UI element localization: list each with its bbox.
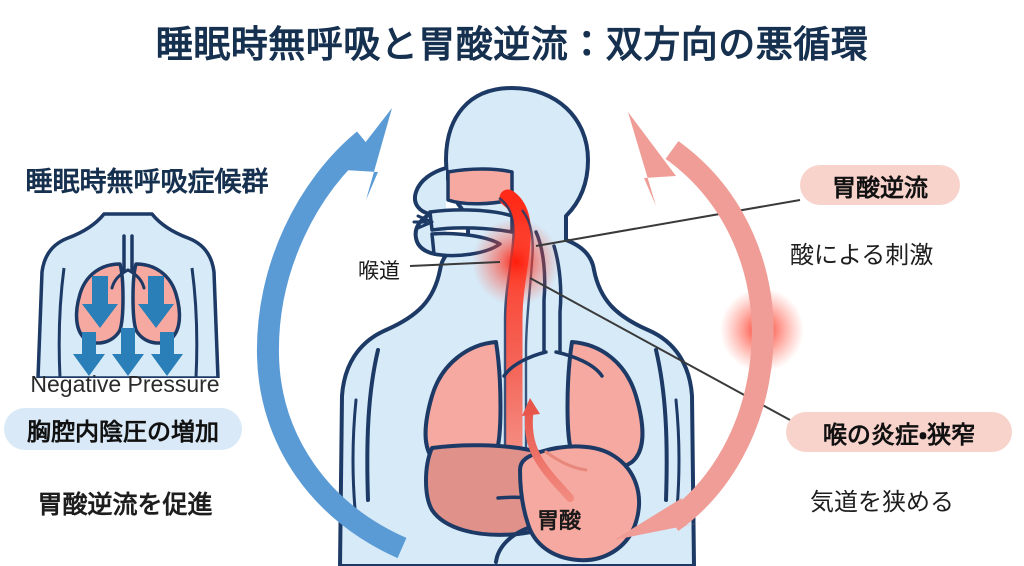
subtitle-airway-narrowing: 気道を狭める bbox=[810, 489, 954, 516]
negative-pressure-caption: Negative Pressure bbox=[30, 371, 220, 397]
badge-acid-reflux: 胃酸逆流 bbox=[800, 165, 960, 205]
label-throat: 喉道 bbox=[358, 260, 400, 283]
reflux-to-apnea-arrow bbox=[614, 112, 774, 540]
sleep-apnea-to-reflux-arrow bbox=[256, 108, 407, 559]
leader-line-throat bbox=[409, 261, 501, 267]
throat-inflammation-glow bbox=[472, 218, 560, 306]
badge-acid-reflux-label: 胃酸逆流 bbox=[832, 174, 928, 202]
badge-throat-inflammation: 喉の炎症・狭窄 bbox=[786, 412, 1012, 452]
left-panel-footer: 胃酸逆流を促進 bbox=[37, 491, 213, 519]
leader-line-reflux bbox=[535, 199, 801, 247]
badge-intrathoracic-pressure-label: 胸腔内陰圧の増加 bbox=[27, 418, 219, 446]
label-stomach-acid: 胃酸 bbox=[537, 508, 582, 533]
acid-reflux-arrow-icon bbox=[522, 398, 574, 502]
left-panel-heading: 睡眠時無呼吸症候群 bbox=[25, 167, 269, 197]
page-title: 睡眠時無呼吸と胃酸逆流：双方向の悪循環 bbox=[155, 24, 869, 65]
chest-lungs-negative-pressure-icon bbox=[36, 212, 220, 378]
subtitle-acid-irritation: 酸による刺激 bbox=[790, 242, 934, 269]
badge-intrathoracic-pressure: 胸腔内陰圧の増加 bbox=[4, 408, 242, 450]
badge-throat-inflammation-label: 喉の炎症・狭窄 bbox=[822, 421, 976, 449]
lungs bbox=[423, 340, 645, 472]
